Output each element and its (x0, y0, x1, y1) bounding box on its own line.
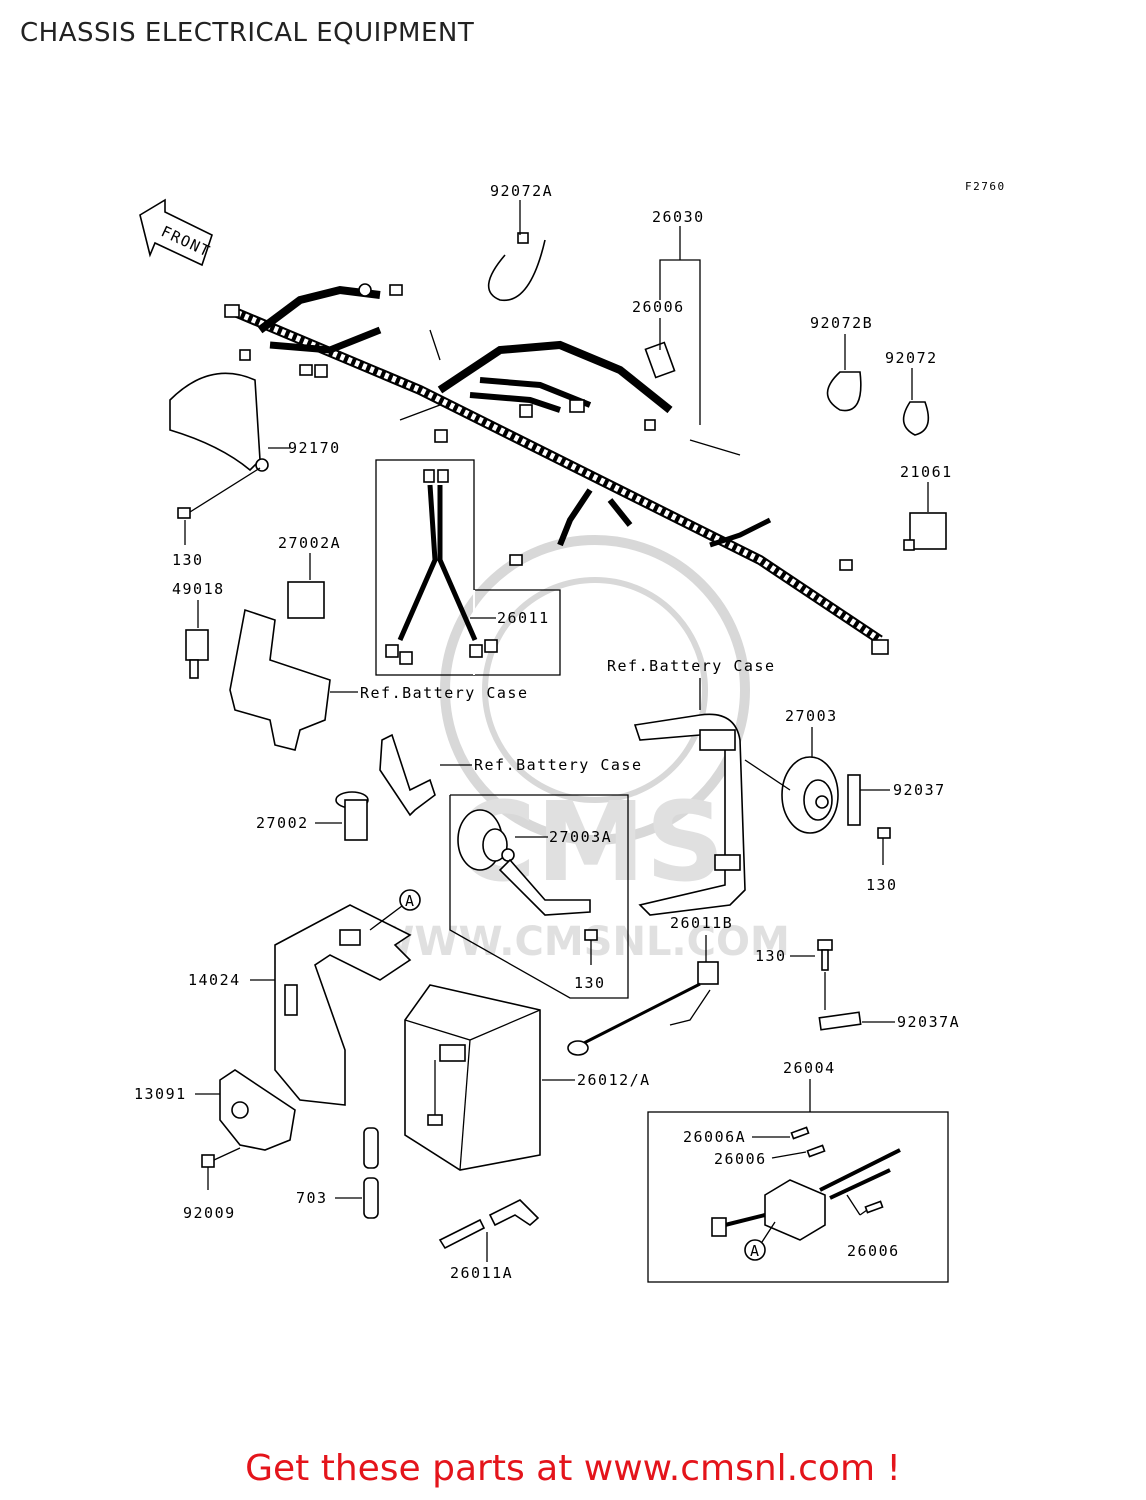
bolt-92009 (201, 1147, 241, 1190)
bolt-130-b (877, 827, 891, 865)
callout-130-b: 130 (866, 876, 898, 894)
callout-26006A: 26006A (683, 1128, 746, 1146)
bolt-130-d (817, 939, 833, 1010)
page-title: CHASSIS ELECTRICAL EQUIPMENT (20, 18, 475, 48)
callout-26011A: 26011A (450, 1264, 513, 1282)
battery-case-bracket (229, 608, 331, 751)
inset-26004-frame (647, 1111, 949, 1283)
battery-cover-14024 (274, 904, 412, 1106)
callout-27003A: 27003A (549, 828, 612, 846)
callout-26012A: 26012/A (577, 1071, 651, 1089)
callout-26006-mid: 26006 (714, 1150, 767, 1168)
callout-26030: 26030 (652, 208, 705, 226)
callout-92170: 92170 (288, 439, 341, 457)
callout-26011: 26011 (497, 609, 550, 627)
diagram-code: F2760 (965, 180, 1006, 193)
callout-26006-top: 26006 (632, 298, 685, 316)
callout-92072B: 92072B (810, 314, 873, 332)
inset-26011-frame (375, 459, 475, 676)
ref-marker-A-2 (744, 1239, 766, 1261)
callout-92072: 92072 (885, 349, 938, 367)
callout-130-d: 130 (755, 947, 787, 965)
callout-130-c: 130 (574, 974, 606, 992)
ref-A-1: A (405, 892, 416, 910)
callout-27002A: 27002A (278, 534, 341, 552)
callout-13091: 13091 (134, 1085, 187, 1103)
front-arrow-icon: FRONT (139, 198, 214, 267)
terminal-leads-26011A (438, 1199, 540, 1250)
battery-26012A (404, 984, 541, 1171)
band-92072A (487, 239, 546, 302)
ref-battery-case-2: Ref.Battery Case (607, 657, 776, 675)
inset-27003A-frame (449, 794, 629, 999)
callout-703: 703 (296, 1189, 328, 1207)
callout-21061: 21061 (900, 463, 953, 481)
relay-21061 (909, 512, 947, 550)
band-92072B (826, 371, 862, 412)
horn-27003 (744, 756, 839, 834)
part-27002 (335, 791, 369, 841)
ref-battery-case-1: Ref.Battery Case (360, 684, 529, 702)
sub-harness-26011 (385, 469, 498, 665)
footer-banner[interactable]: Get these parts at www.cmsnl.com ! (0, 1448, 1146, 1489)
cover-92170 (169, 372, 261, 472)
callout-26004: 26004 (783, 1059, 836, 1077)
callout-27002: 27002 (256, 814, 309, 832)
parts-diagram: CMS WWW.CMSNL.COM F2760 FRONT (134, 180, 1006, 1283)
ref-battery-case-3: Ref.Battery Case (474, 756, 643, 774)
battery-case-clip (379, 733, 436, 817)
footer-link[interactable]: Get these parts at www.cmsnl.com ! (245, 1448, 901, 1489)
callout-130-a: 130 (172, 551, 204, 569)
bracket-13091 (219, 1069, 296, 1151)
callout-92072A: 92072A (490, 182, 553, 200)
bolt-130-a (177, 467, 261, 545)
callout-92009: 92009 (183, 1204, 236, 1222)
bolt-130-c (584, 929, 598, 965)
watermark-text: WWW.CMSNL.COM (370, 919, 790, 965)
ref-marker-A-1 (399, 889, 421, 911)
plate-92037A (818, 1011, 862, 1031)
callout-92037A: 92037A (897, 1013, 960, 1031)
plate-92037 (847, 774, 861, 826)
callout-26011B: 26011B (670, 914, 733, 932)
callout-14024: 14024 (188, 971, 241, 989)
tubes-703 (363, 1127, 379, 1219)
callout-92037: 92037 (893, 781, 946, 799)
part-49018 (185, 629, 209, 661)
main-wiring-harness (224, 283, 889, 655)
fuse-box-26004 (711, 1126, 901, 1241)
lead-26011B (567, 961, 719, 1056)
ref-A-2: A (750, 1242, 761, 1260)
band-92072 (902, 401, 930, 436)
horn-27003A (457, 809, 591, 916)
relay-27002A (287, 581, 325, 619)
callout-49018: 49018 (172, 580, 225, 598)
fuse-holder-26006 (644, 341, 676, 379)
callout-27003: 27003 (785, 707, 838, 725)
callout-26006-bot: 26006 (847, 1242, 900, 1260)
